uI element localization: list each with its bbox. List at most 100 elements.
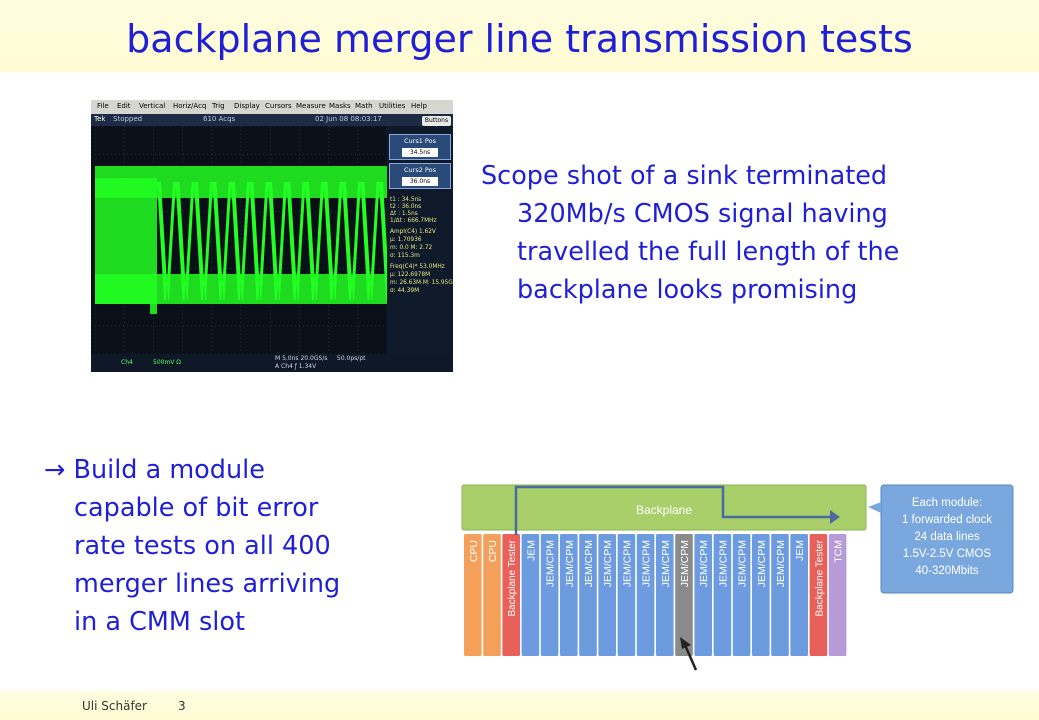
meas-line: Freq(C4)* 53.0MHz: [390, 264, 445, 270]
scope-screenshot: File Edit Vertical Horiz/Acq Trig Displa…: [91, 100, 453, 372]
build-text-line: Build a module: [73, 455, 265, 485]
info-box-line: Each module:: [912, 497, 982, 509]
meas-line: σ: 44.39M: [390, 288, 420, 294]
module-slot: [598, 534, 616, 656]
scope-menu-file: File: [97, 102, 109, 110]
route-line: [514, 485, 830, 535]
route-arrowhead: [830, 510, 840, 524]
module-slot: [752, 534, 770, 656]
meas-line: 1/Δt : 666.7MHz: [390, 218, 437, 224]
module-slot-label: JEM/CPM: [602, 540, 614, 587]
module-slot-label: JEM/CPM: [717, 540, 729, 587]
module-slot: [617, 534, 636, 656]
scope-brand: Tek: [94, 115, 106, 123]
scope-status-bar: Tek Stopped 610 Acqs 02 Jun 08 08:03:17: [91, 114, 453, 126]
cursor1-value: 34.5ns: [402, 148, 438, 157]
scope-menu-trig: Trig: [212, 102, 225, 110]
scope-menu-horiz: Horiz/Acq: [173, 102, 207, 110]
module-slot-label: JEM/CPM: [621, 540, 633, 587]
build-text-line: capable of bit error: [74, 493, 319, 523]
module-slot-label: CPU: [468, 540, 480, 562]
module-slot: [540, 534, 559, 656]
meas-line: μ: 122.6978M: [390, 272, 431, 278]
signal-envelope: [95, 178, 150, 304]
signal-edge: [268, 182, 287, 300]
signal-edge: [379, 182, 387, 300]
scope-menu-utilities: Utilities: [379, 102, 406, 110]
signal-edge: [249, 182, 269, 300]
module-slot: [579, 534, 597, 656]
module-slot: [771, 534, 789, 656]
cursor2-box: Curs2 Pos 36.0ns: [389, 163, 451, 189]
module-slot-label: JEM/CPM: [679, 540, 691, 587]
scope-menu-bar: File Edit Vertical Horiz/Acq Trig Displa…: [91, 100, 453, 114]
module-slot-label: JEM/CPM: [583, 540, 595, 587]
meas-line: t2 : 36.0ns: [390, 204, 422, 210]
slide-title: backplane merger line transmission tests: [126, 17, 913, 61]
backplane-bar: [461, 484, 867, 531]
cmm-pointer-line: [683, 644, 698, 671]
signal-edge: [286, 182, 306, 300]
scope-menu-edit: Edit: [117, 102, 131, 110]
module-slot-label: JEM/CPM: [737, 540, 749, 587]
signal-edge: [323, 182, 343, 300]
module-slot: [521, 534, 540, 656]
module-slot: [809, 534, 828, 656]
meas-line: m: 0.0 M: 2.72: [390, 245, 433, 251]
scope-menu-masks: Masks: [329, 102, 351, 110]
build-text-line: rate tests on all 400: [74, 531, 331, 561]
signal-envelope: [150, 178, 157, 314]
scope-trigger: A Ch4 ƒ 1.34V: [275, 363, 317, 370]
scope-points: 50.0ps/pt: [337, 355, 366, 362]
title-band: [0, 0, 1039, 72]
info-box-line: 40-320Mbits: [915, 565, 979, 577]
info-box-line: 24 data lines: [914, 531, 979, 543]
scope-timebase: M 5.0ns 20.0GS/s: [275, 355, 328, 362]
module-slot-label: JEM/CPM: [698, 540, 710, 587]
build-text-line: in a CMM slot: [74, 607, 245, 637]
scope-description-line: Scope shot of a sink terminated: [481, 161, 888, 191]
meas-line: t1 : 34.5ns: [390, 197, 422, 203]
module-slot: [464, 534, 482, 656]
footer-band: [0, 690, 1039, 720]
module-slot: [828, 534, 847, 656]
module-slot: [502, 534, 520, 656]
module-slot: [560, 534, 578, 656]
scope-acq-count: 610 Acqs: [203, 115, 236, 123]
info-box-pointer: [868, 502, 881, 513]
module-slot-label: JEM/CPM: [545, 540, 557, 587]
module-slot-label: JEM/CPM: [564, 540, 576, 587]
scope-description-line: 320Mb/s CMOS signal having: [517, 199, 888, 229]
scope-waveform: [95, 126, 387, 354]
scope-description: Scope shot of a sink terminated 320Mb/s …: [481, 157, 1021, 309]
signal-edge: [194, 182, 213, 300]
signal-edge: [157, 182, 176, 300]
scope-vscale: 500mV Ω: [153, 359, 181, 366]
module-slot: [636, 534, 655, 656]
scope-signal-trace: [95, 166, 387, 314]
scope-date: 02 Jun 08 08:03:17: [315, 115, 382, 123]
cmm-pointer-arrowhead: [680, 637, 691, 649]
scope-description-line: backplane looks promising: [517, 275, 858, 305]
signal-edge: [231, 182, 250, 300]
right-arrow-icon: →: [44, 455, 66, 485]
scope-menu-display: Display: [234, 102, 260, 110]
module-slot: [694, 534, 712, 656]
module-slot-label: JEM: [794, 540, 806, 561]
signal-edge: [305, 182, 324, 300]
info-box: [880, 484, 1014, 594]
scope-description-line: travelled the full length of the: [517, 237, 900, 267]
meas-line: Ampl(C4) 1.62V: [390, 229, 436, 235]
signal-edge: [342, 182, 361, 300]
scope-menu-math: Math: [355, 102, 373, 110]
scope-menu-vertical: Vertical: [139, 102, 166, 110]
scope-channel: Ch4: [121, 359, 133, 366]
module-slot: [732, 534, 751, 656]
module-slot: [483, 534, 501, 656]
cursor2-value: 36.0ns: [402, 177, 438, 186]
meas-line: σ: 115.3m: [390, 253, 420, 259]
scope-run-state: Stopped: [113, 115, 143, 123]
footer-page-number: 3: [178, 699, 186, 713]
